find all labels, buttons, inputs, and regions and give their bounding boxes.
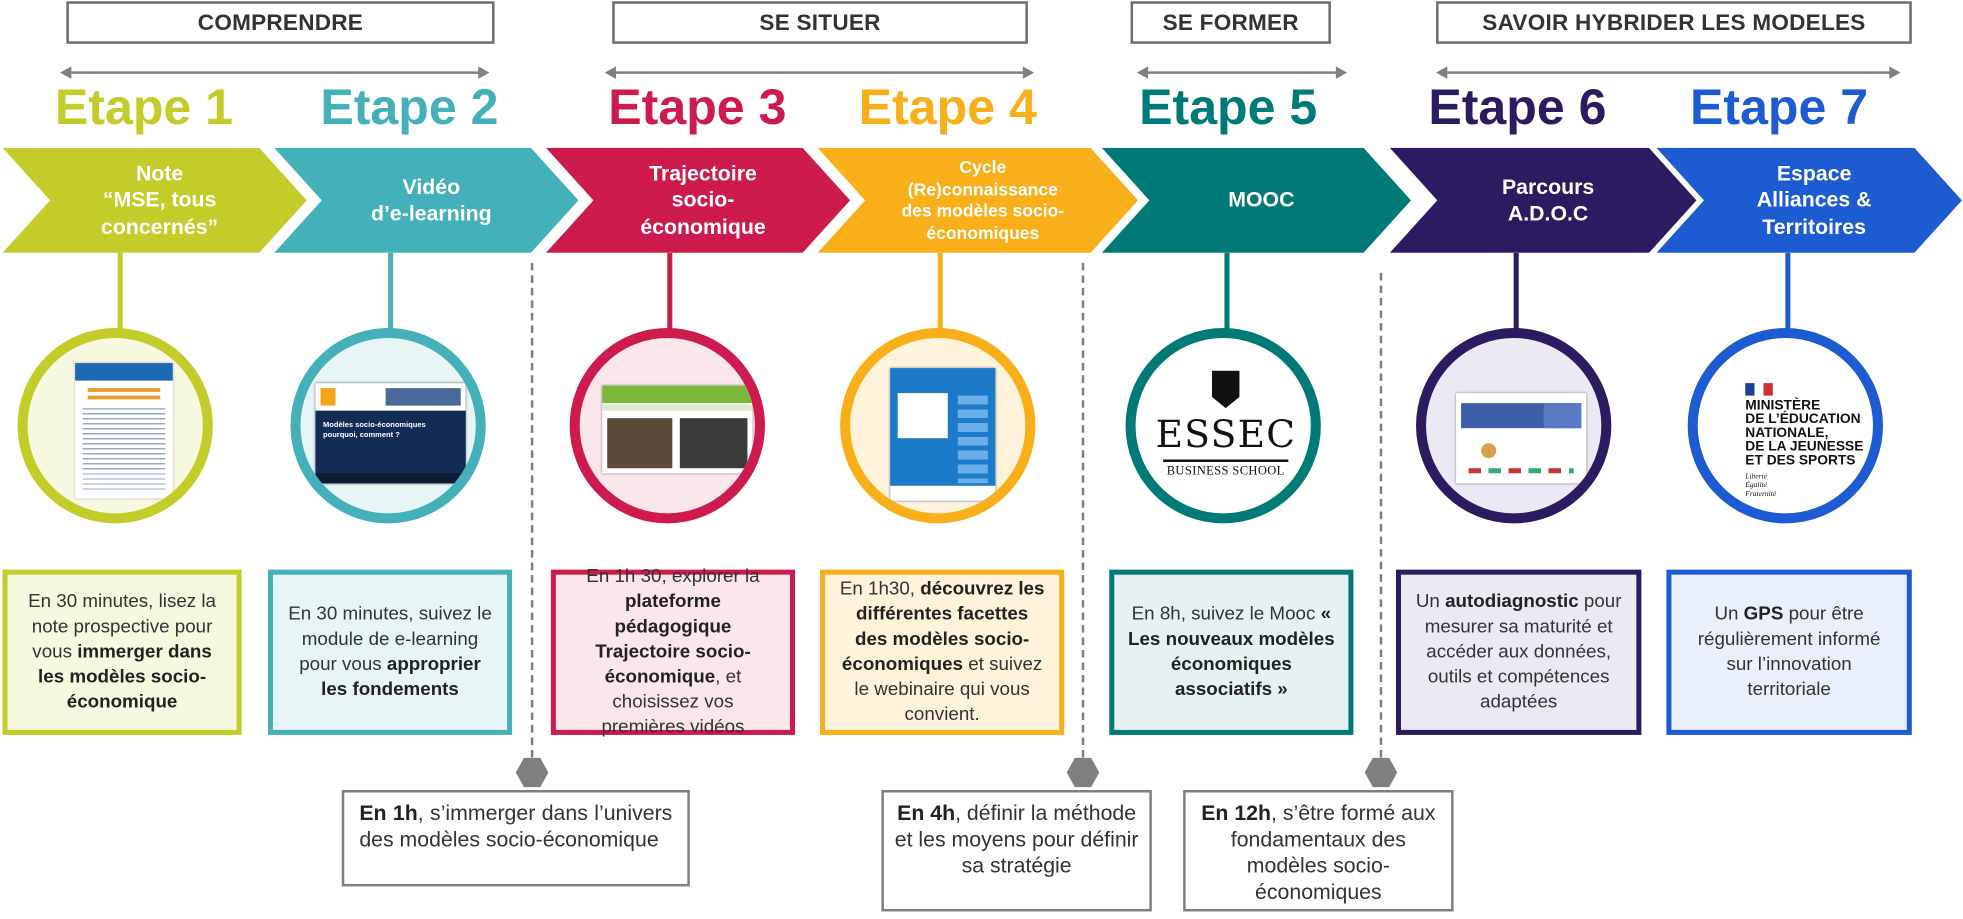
circle-step-2: Modèles socio-économiques pourquoi, comm… xyxy=(290,328,486,524)
etape-5-title: Etape 5 xyxy=(1139,80,1318,136)
etape-4-title: Etape 4 xyxy=(858,80,1037,136)
etape-3-title: Etape 3 xyxy=(608,80,787,136)
connector-step-5 xyxy=(1224,252,1230,331)
milestone-dash-2 xyxy=(1081,262,1085,758)
description-step-2: En 30 minutes, suivez le module de e-lea… xyxy=(267,569,513,735)
chevron-step-7: Espace Alliances & Territoires xyxy=(1656,148,1961,253)
range-arrow-savoir-hybrider xyxy=(1436,63,1901,83)
circle-step-5: ESSEC BUSINESS SCHOOL xyxy=(1125,328,1321,524)
range-arrow-se-situer xyxy=(604,63,1035,83)
circle-step-3 xyxy=(569,328,765,524)
phase-savoir-hybrider: SAVOIR HYBRIDER LES MODELES xyxy=(1436,1,1912,44)
range-arrow-comprendre xyxy=(60,63,490,83)
cycle-flyer-thumbnail xyxy=(890,368,996,501)
milestone-dash-3 xyxy=(1379,272,1383,758)
description-step-7: Un GPS pour être régulièrement informé s… xyxy=(1666,569,1912,735)
phase-comprendre: COMPRENDRE xyxy=(66,1,495,44)
description-step-4: En 1h30, découvrez les différentes facet… xyxy=(820,569,1065,735)
description-step-5: En 8h, suivez le Mooc « Les nouveaux mod… xyxy=(1109,569,1354,735)
description-step-1: En 30 minutes, lisez la note prospective… xyxy=(2,569,242,735)
chevron-step-5: MOOC xyxy=(1102,148,1411,253)
milestone-dash-1 xyxy=(530,262,534,758)
circle-step-1 xyxy=(17,328,213,524)
etape-2-title: Etape 2 xyxy=(320,80,499,136)
connector-step-2 xyxy=(388,252,394,331)
chevron-step-3: Trajectoire socio- économique xyxy=(546,148,850,253)
flag-icon xyxy=(1745,383,1773,396)
note-document-thumbnail xyxy=(75,363,173,499)
milestone-hexagon-3 xyxy=(1364,757,1398,788)
description-step-6: Un autodiagnostic pour mesurer sa maturi… xyxy=(1395,569,1642,735)
etape-7-title: Etape 7 xyxy=(1690,80,1869,136)
video-thumbnail-title: Modèles socio-économiques pourquoi, comm… xyxy=(323,421,426,440)
chevron-step-6: Parcours A.D.O.C xyxy=(1390,148,1697,253)
time-box-4h: En 4h, définir la méthode et les moyens … xyxy=(881,790,1152,912)
etape-1-title: Etape 1 xyxy=(54,80,234,136)
essec-underline xyxy=(1163,459,1289,462)
essec-logo-subtext: BUSINESS SCHOOL xyxy=(1166,464,1285,479)
etape-6-title: Etape 6 xyxy=(1428,80,1607,136)
phase-se-former: SE FORMER xyxy=(1130,1,1331,44)
milestone-hexagon-2 xyxy=(1066,757,1100,788)
time-box-1h: En 1h, s’immerger dans l’univers des mod… xyxy=(341,790,690,887)
video-thumbnail: Modèles socio-économiques pourquoi, comm… xyxy=(315,383,466,484)
connector-step-6 xyxy=(1513,252,1519,331)
range-arrow-se-former xyxy=(1136,63,1348,83)
chevron-step-2: Vidéo d’e-learning xyxy=(274,148,578,253)
chevron-step-1: Note “MSE, tous concernés” xyxy=(3,148,307,253)
essec-logo-text: ESSEC xyxy=(1155,413,1297,457)
connector-step-7 xyxy=(1785,252,1791,331)
description-step-3: En 1h 30, explorer la plateforme pédagog… xyxy=(550,566,796,737)
time-box-12h: En 12h, s’être formé aux fondamentaux de… xyxy=(1183,790,1454,912)
connector-step-3 xyxy=(667,252,673,331)
connector-step-4 xyxy=(937,252,943,331)
circle-step-4 xyxy=(840,328,1036,524)
milestone-hexagon-1 xyxy=(515,757,549,788)
adoc-thumbnail xyxy=(1456,393,1587,484)
phase-se-situer: SE SITUER xyxy=(612,1,1028,44)
essec-shield-icon xyxy=(1211,370,1240,409)
chevron-step-4: Cycle (Re)connaissance des modèles socio… xyxy=(818,148,1139,253)
circle-step-7: MINISTÈRE DE L’ÉDUCATION NATIONALE, DE L… xyxy=(1687,328,1884,524)
connector-step-1 xyxy=(117,252,123,331)
circle-step-6 xyxy=(1416,328,1612,524)
ministere-logo-text: MINISTÈRE DE L’ÉDUCATION NATIONALE, DE L… xyxy=(1745,398,1864,469)
devise-text: Liberté Égalité Fraternité xyxy=(1745,473,1777,499)
platform-thumbnail xyxy=(602,385,753,474)
